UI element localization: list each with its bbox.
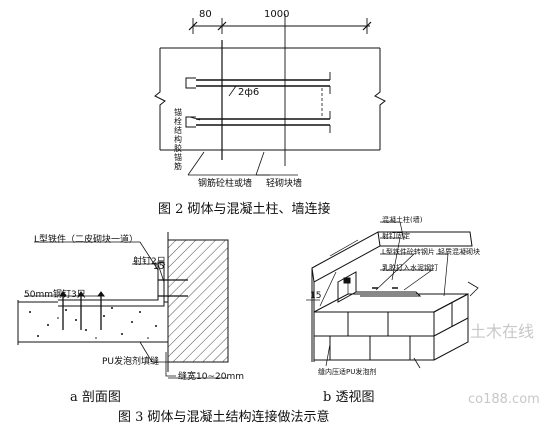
anchor-label: 锚栓结构胶锚筋	[174, 108, 182, 171]
steelnail-label: 50mm钢钉3只	[24, 290, 86, 300]
caption-figure3: 图 3 砌体与混凝土结构连接做法示意	[118, 410, 330, 425]
caption-figure2: 图 2 砌体与混凝土柱、墙连接	[158, 202, 331, 217]
concrete-label: 混凝土柱(墙)	[382, 216, 423, 224]
figure3b-drawing	[306, 221, 479, 369]
wall-label: 轻砌块墙	[266, 179, 303, 189]
drive-label: 乳胶打入水泥钢钉	[382, 264, 438, 272]
watermark-cn: 土木在线	[470, 322, 535, 341]
subcaption-b: b 透视图	[323, 390, 375, 405]
dim15-a: 15	[153, 262, 165, 272]
gap-label: 缝宽10~20mm	[178, 372, 244, 382]
watermark-en: co188.com	[468, 392, 540, 407]
tie-label: 2ф6	[238, 87, 260, 98]
column-label: 钢筋砼柱或墙	[198, 179, 253, 189]
dim-80: 80	[199, 9, 212, 20]
subcaption-a: a 剖面图	[70, 390, 121, 405]
figure2-drawing	[154, 14, 386, 176]
dim15-b: 15	[310, 291, 322, 301]
bracket-label: L型铁件（二皮砌块一道）	[34, 235, 139, 245]
figure3a-drawing	[17, 232, 229, 379]
shot-label: 射钉固定	[382, 232, 410, 240]
pu-label: PU发泡剂填缝	[102, 357, 160, 367]
nail-label: 射钉2只	[133, 257, 166, 267]
lbracket-label: L型铁件砼转钢片	[382, 248, 435, 256]
pu-label-b: 缝内压适PU发泡剂	[318, 368, 377, 376]
dim-1000: 1000	[264, 9, 290, 20]
block-label: 轻质混凝砌块	[438, 248, 480, 256]
